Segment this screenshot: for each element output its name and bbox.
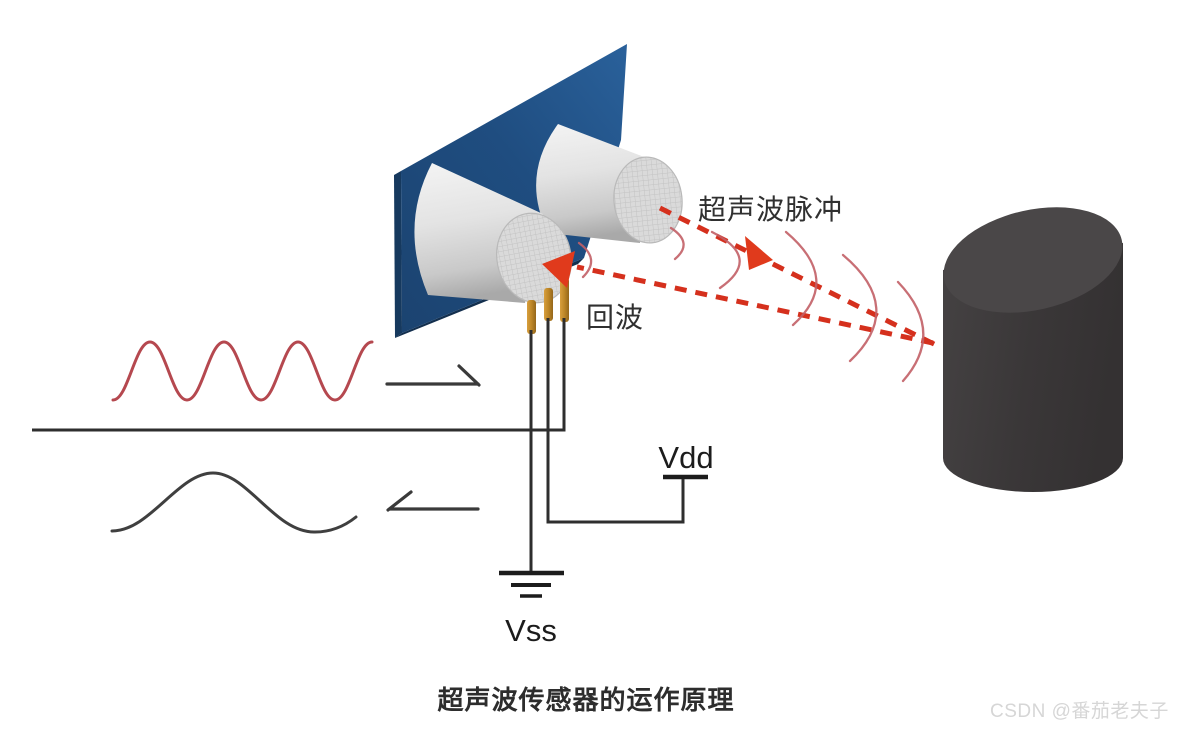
wavefront-arc <box>710 230 741 290</box>
transmit-signal-wave <box>111 340 374 402</box>
circuit-wiring: Vdd Vss <box>32 318 714 648</box>
vss-label: Vss <box>505 613 557 648</box>
watermark: CSDN @番茄老夫子 <box>990 700 1169 722</box>
receiver-face <box>496 212 572 304</box>
vdd-label: Vdd <box>658 440 713 475</box>
pin-1 <box>527 300 536 334</box>
pulse-label: 超声波脉冲 <box>698 194 843 225</box>
transmit-arrow-icon <box>385 364 481 387</box>
transmitter-transducer <box>536 124 683 244</box>
wavefront-arcs <box>577 226 925 383</box>
signal-baseline-wire <box>32 318 566 432</box>
receive-arrow-icon <box>386 490 480 512</box>
target-top-face <box>943 207 1123 313</box>
receive-signal-wave <box>110 471 358 534</box>
diagram-caption: 超声波传感器的运作原理 <box>437 685 734 715</box>
echo-label: 回波 <box>586 302 644 333</box>
transducer-pins <box>527 278 569 334</box>
wavefront-arc <box>784 230 818 327</box>
ground-icon <box>499 570 564 598</box>
wavefront-arc <box>669 226 685 261</box>
ultrasonic-pulse-path <box>658 205 940 349</box>
receiver-transducer <box>414 163 572 304</box>
echo-path <box>542 251 934 346</box>
echo-arrowhead-icon <box>542 251 575 288</box>
vdd-wire <box>546 318 685 524</box>
pulse-arrowhead-icon <box>745 236 773 270</box>
wavefront-arc <box>896 280 925 383</box>
transmitter-face <box>613 156 683 244</box>
pin-2 <box>544 288 553 321</box>
echo-wavefront-arc <box>577 241 593 279</box>
wavefront-arc <box>841 253 878 363</box>
echo-dashed-line <box>576 264 934 346</box>
target-object-cylinder <box>943 207 1123 492</box>
pcb-board-left-edge <box>394 171 402 338</box>
pin-3 <box>560 278 569 322</box>
pulse-dashed-line <box>658 205 940 349</box>
